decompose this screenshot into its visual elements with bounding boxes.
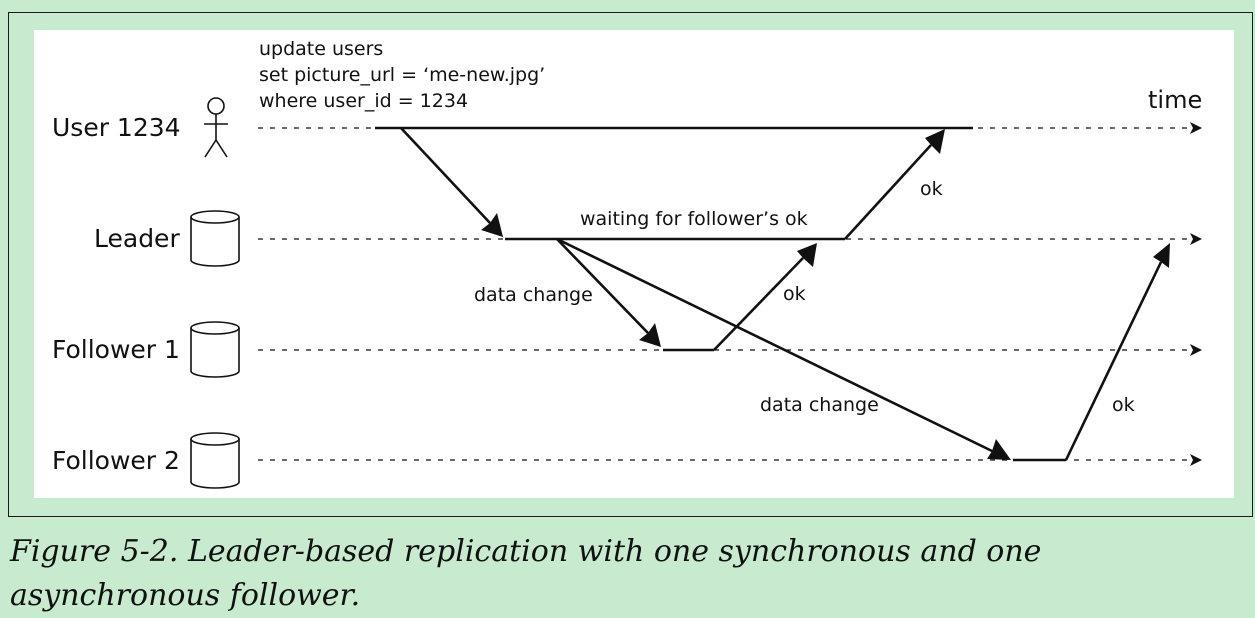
row-label-leader: Leader <box>94 224 180 253</box>
arrowhead-leader-to-follower1 <box>639 323 661 347</box>
label-waiting: waiting for follower’s ok <box>580 208 808 230</box>
row-label-follower1: Follower 1 <box>52 335 180 364</box>
query-line-2: set picture_url = ‘me-new.jpg’ <box>259 64 545 86</box>
database-icon <box>190 432 240 489</box>
label-ok-user: ok <box>920 178 943 200</box>
database-icon <box>190 210 240 267</box>
arrow-leader-to-follower1 <box>556 238 649 334</box>
label-data-change-1: data change <box>474 284 593 306</box>
arrowhead-follower2-ok <box>1153 243 1170 268</box>
label-ok-follower1: ok <box>783 283 806 305</box>
row-label-follower2: Follower 2 <box>52 446 180 475</box>
label-data-change-2: data change <box>760 394 879 416</box>
label-ok-follower2: ok <box>1112 394 1135 416</box>
arrow-leader-to-follower2 <box>556 237 993 453</box>
arrow-leader-ok-to-user <box>844 144 932 240</box>
figure-caption: Figure 5-2. Leader-based replication wit… <box>10 534 1042 613</box>
arrow-follower1-ok <box>713 257 804 351</box>
query-line-3: where user_id = 1234 <box>259 90 468 112</box>
query-line-1: update users <box>259 38 383 60</box>
arrowhead-leader-to-follower2 <box>987 439 1011 460</box>
user-icon <box>204 97 228 158</box>
timeline-arrowheads <box>1190 122 1202 466</box>
arrowhead-follower1-ok <box>797 243 817 267</box>
figure-frame <box>8 12 1253 517</box>
arrowhead-leader-ok-to-user <box>925 129 945 154</box>
arrowhead-user-to-leader <box>481 213 503 237</box>
database-icon <box>190 321 240 378</box>
arrow-user-to-leader <box>400 127 491 224</box>
row-label-user: User 1234 <box>52 113 181 142</box>
time-label: time <box>1148 86 1202 114</box>
arrow-follower2-ok <box>1064 261 1163 461</box>
